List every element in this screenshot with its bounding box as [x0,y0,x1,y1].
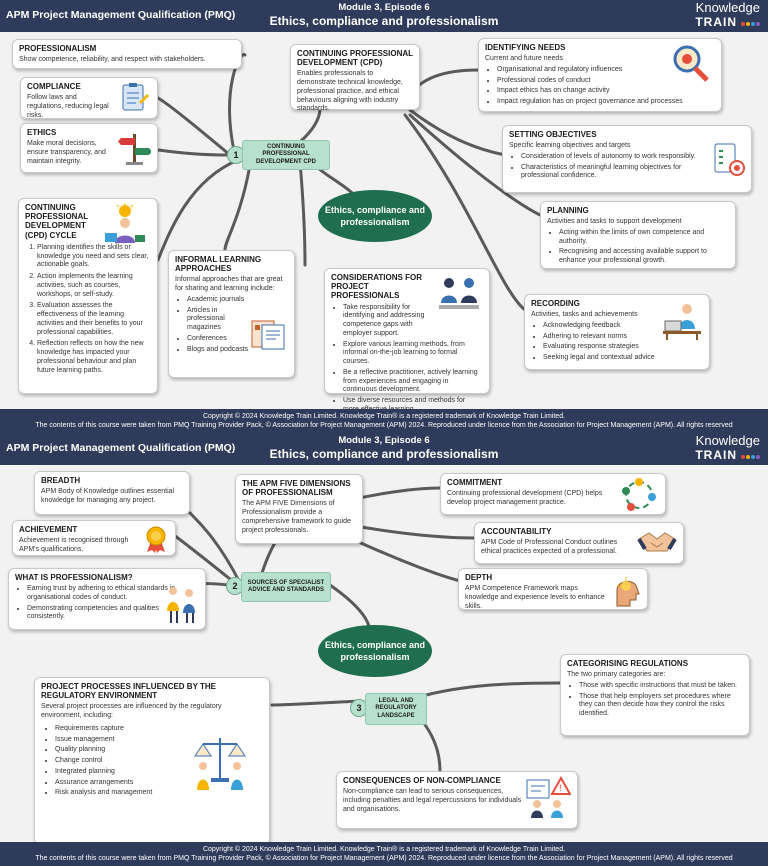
award-medal-icon [146,526,166,553]
card-recording: RECORDING Activities, tasks and achievem… [524,294,710,370]
card-professionalism: PROFESSIONALISM Show competence, reliabi… [12,39,242,69]
svg-text:!: ! [559,784,563,794]
card-categorising-regulations: CATEGORISING REGULATIONS The two primary… [560,654,750,736]
card-compliance: COMPLIANCE Follow laws and regulations, … [20,77,158,119]
module-label: Module 3, Episode 6 [338,2,430,13]
episode-title: Ethics, compliance and professionalism [269,447,499,461]
card-consequences: CONSEQUENCES OF NON-COMPLIANCE Non-compl… [336,771,578,829]
person-thinking-icon [105,203,145,243]
card-planning: PLANNING Activities and tasks to support… [540,201,736,269]
clipboard-icon [122,83,149,111]
knowledge-train-logo: Knowledge TRAIN [695,433,760,462]
handshake-icon [637,532,677,552]
card-project-processes: PROJECT PROCESSES INFLUENCED BY THE REGU… [34,677,270,845]
cycle-icons-icon [622,478,656,511]
page-2: APM Project Management Qualification (PM… [0,433,768,866]
card-commitment: COMMITMENT Continuing professional devel… [440,473,666,515]
recording-desk-icon [663,304,701,340]
card-achievement: ACHIEVEMENT Achievement is recognised th… [12,520,176,556]
episode-title: Ethics, compliance and professionalism [269,14,499,28]
footer: Copyright © 2024 Knowledge Train Limited… [0,409,768,433]
card-cpd-cycle: CONTINUING PROFESSIONAL DEVELOPMENT (CPD… [18,198,158,394]
card-identifying-needs: IDENTIFYING NEEDS Current and future nee… [478,38,722,112]
card-depth: DEPTH APM Competence Framework maps know… [458,568,648,610]
topic-3-label: LEGAL AND REGULATORY LANDSCAPE [365,693,427,725]
qualification-title: APM Project Management Qualification (PM… [6,442,236,454]
module-label: Module 3, Episode 6 [338,435,430,446]
target-checklist-icon [714,143,745,176]
card-ethics: ETHICS Make moral decisions, ensure tran… [20,123,158,173]
header-bar: APM Project Management Qualification (PM… [0,0,768,32]
card-accountability: ACCOUNTABILITY APM Code of Professional … [474,522,684,564]
footer: Copyright © 2024 Knowledge Train Limited… [0,842,768,866]
card-cpd: CONTINUING PROFESSIONAL DEVELOPMENT (CPD… [290,44,420,112]
person-head-icon [616,577,640,607]
scales-team-icon [194,738,246,790]
team-meeting-icon [439,278,479,309]
card-informal-learning: INFORMAL LEARNING APPROACHES Informal ap… [168,250,295,378]
card-considerations: CONSIDERATIONS FOR PROJECT PROFESSIONALS… [324,268,490,413]
magnifier-icon [673,45,709,82]
card-breadth: BREADTH APM Body of Knowledge outlines e… [34,471,190,515]
documents-icon [251,320,285,350]
qualification-title: APM Project Management Qualification (PM… [6,9,236,21]
topic-2-label: SOURCES OF SPECIALIST ADVICE AND STANDAR… [241,572,331,602]
page-1: APM Project Management Qualification (PM… [0,0,768,433]
card-what-is-professionalism: WHAT IS PROFESSIONALISM? Earning trust b… [8,568,206,630]
card-setting-objectives: SETTING OBJECTIVES Specific learning obj… [502,125,752,193]
header-bar: APM Project Management Qualification (PM… [0,433,768,465]
topic-1-label: CONTINUING PROFESSIONAL DEVELOPMENT CPD [242,140,330,170]
card-five-dimensions: THE APM FIVE DIMENSIONS OF PROFESSIONALI… [235,474,363,544]
signpost-icon [118,134,151,165]
central-hub: Ethics, compliance and professionalism [318,190,432,242]
knowledge-train-logo: Knowledge TRAIN [695,0,760,29]
warning-meeting-icon: ! [526,776,571,818]
central-hub: Ethics, compliance and professionalism [318,625,432,677]
connector-lines [156,53,542,312]
professionals-icon [167,587,195,623]
